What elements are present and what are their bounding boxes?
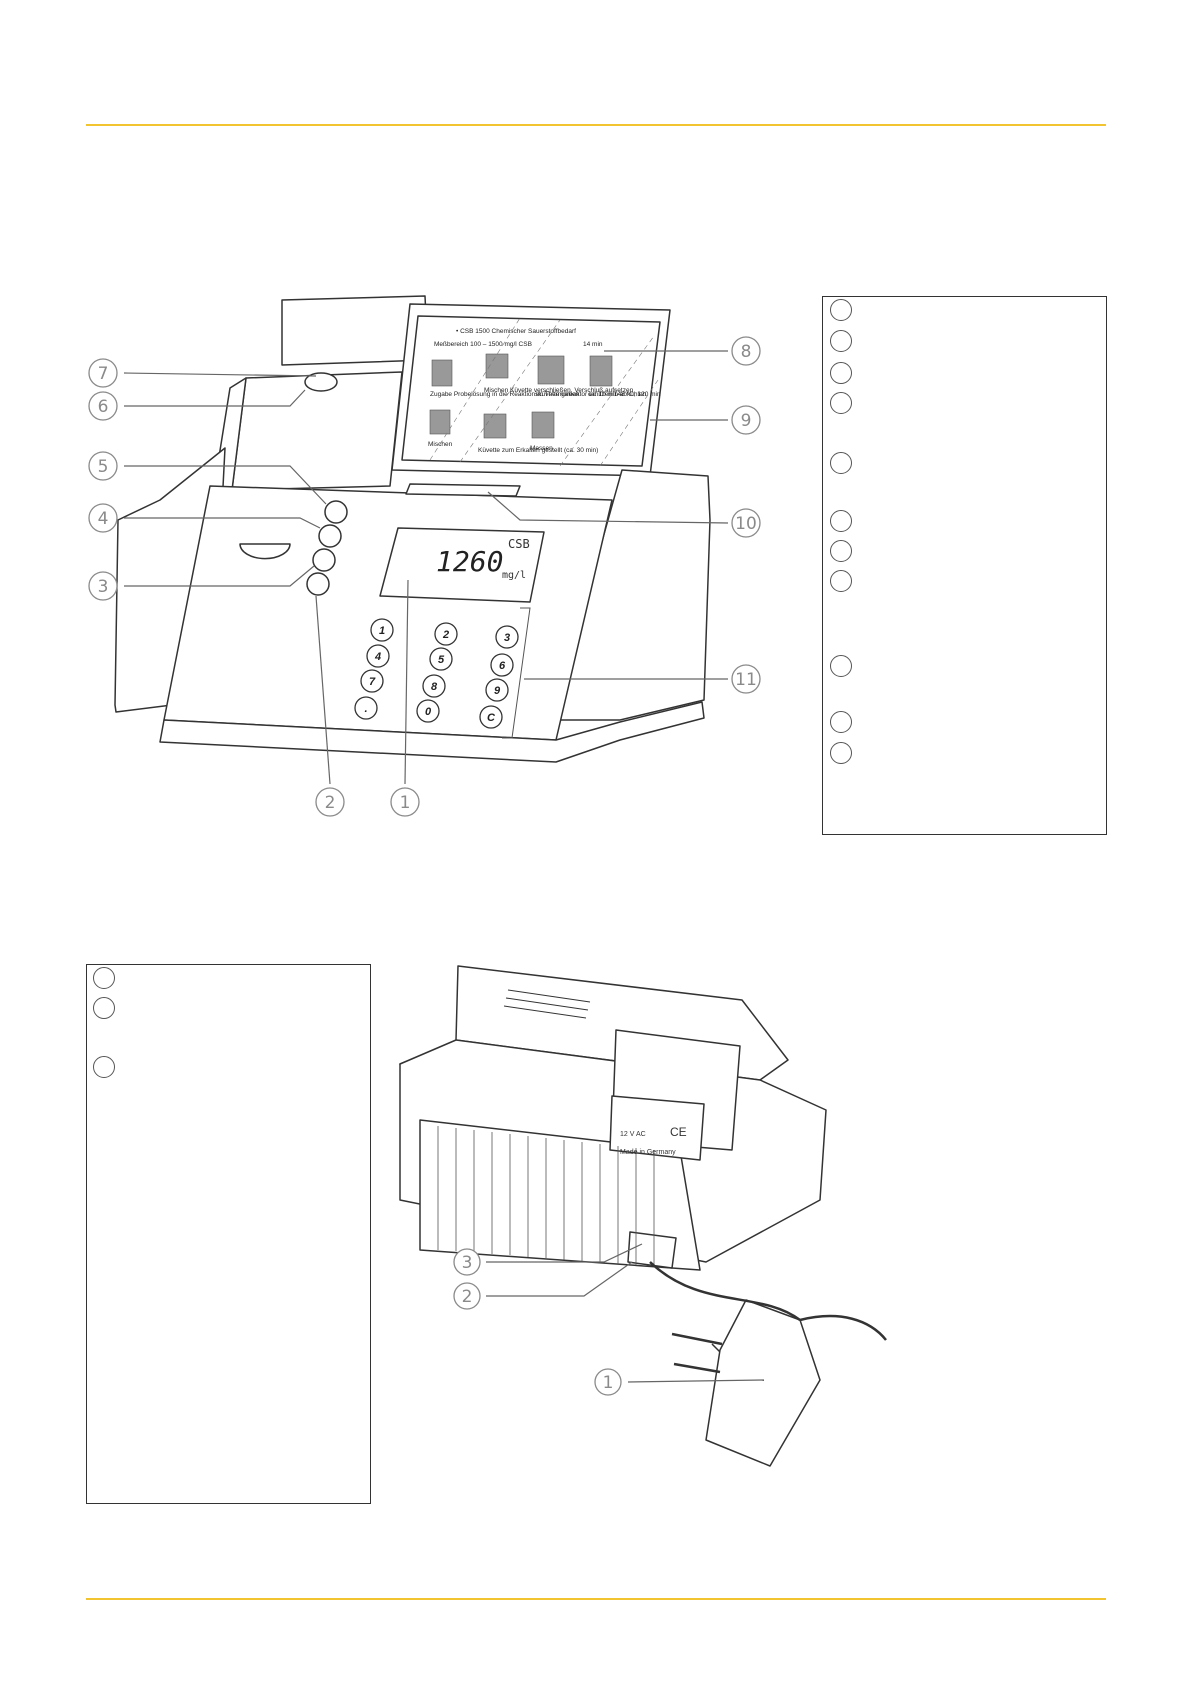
rear-leader-lines xyxy=(486,1243,765,1383)
key-clear[interactable] xyxy=(479,705,503,729)
key-clear-label: C xyxy=(487,712,496,724)
voltage-label: 12 V AC xyxy=(620,1131,646,1138)
legend-marker-10 xyxy=(830,711,852,733)
photometer-rear-figure xyxy=(399,965,827,1467)
power-cable xyxy=(649,1261,801,1322)
key-3-label: 3 xyxy=(504,632,510,644)
legend-marker-5 xyxy=(830,452,852,474)
callout-11: 11 xyxy=(735,670,757,690)
ce-mark: CE xyxy=(670,1125,687,1139)
legend-marker-11 xyxy=(830,742,852,764)
key-0[interactable] xyxy=(416,699,440,723)
callout-1: 1 xyxy=(400,793,411,813)
rear-legend-marker-3 xyxy=(93,1056,115,1078)
rear-legend-marker-1 xyxy=(93,967,115,989)
key-5-label: 5 xyxy=(438,654,445,666)
legend-marker-6 xyxy=(830,510,852,532)
bottom-rule xyxy=(86,1598,1106,1600)
legend-marker-2 xyxy=(830,330,852,352)
sheet-time: 14 min xyxy=(583,341,603,348)
function-button-4[interactable] xyxy=(318,524,342,548)
key-5[interactable] xyxy=(429,647,453,671)
key-4[interactable] xyxy=(366,644,390,668)
callout-9: 9 xyxy=(741,411,752,431)
display-frame xyxy=(379,527,545,603)
key-7-label: 7 xyxy=(369,676,376,688)
rear-legend-marker-2 xyxy=(93,997,115,1019)
sheet-step-4: ca. 10 min abkühlen xyxy=(588,391,647,398)
key-6-label: 6 xyxy=(499,660,506,672)
key-1-label: 1 xyxy=(379,625,385,637)
key-8[interactable] xyxy=(422,674,446,698)
rear-vent-ribs xyxy=(437,1126,655,1266)
legend-marker-4 xyxy=(830,392,852,414)
key-dot[interactable] xyxy=(354,696,378,720)
callout-7: 7 xyxy=(98,364,109,384)
callout-8: 8 xyxy=(741,342,752,362)
key-4-label: 4 xyxy=(374,651,381,663)
callout-6: 6 xyxy=(98,397,109,417)
sheet-step-6: Küvette zum Erkalten gestellt (ca. 30 mi… xyxy=(478,447,598,454)
made-in-label: Made in Germany xyxy=(620,1149,676,1156)
sheet-step-7: Messen xyxy=(530,445,553,452)
legend-marker-1 xyxy=(830,299,852,321)
rear-legend-box xyxy=(86,964,371,1504)
key-8-label: 8 xyxy=(431,681,438,693)
cuvette-lid xyxy=(304,372,338,392)
rear-callout-2: 2 xyxy=(462,1287,473,1307)
key-7[interactable] xyxy=(360,669,384,693)
key-9[interactable] xyxy=(485,678,509,702)
key-2[interactable] xyxy=(434,622,458,646)
instruction-sheet: • CSB 1500 Chemischer Sauerstoffbedarf M… xyxy=(428,317,661,467)
key-0-label: 0 xyxy=(425,706,432,718)
sheet-step-1: Zugabe Probelösung in die Reaktionsküvet… xyxy=(430,391,580,398)
base-strip xyxy=(159,701,705,763)
legend-marker-9 xyxy=(830,655,852,677)
sheet-title: • CSB 1500 Chemischer Sauerstoffbedarf xyxy=(456,328,576,335)
front-panel xyxy=(163,485,613,741)
key-2-label: 2 xyxy=(442,629,449,641)
key-1[interactable] xyxy=(370,618,394,642)
sheet-slot xyxy=(405,483,521,497)
keypad[interactable] xyxy=(354,618,519,729)
display-mode: CSB xyxy=(508,537,530,551)
callout-5: 5 xyxy=(98,457,109,477)
callout-3: 3 xyxy=(98,577,109,597)
key-dot-label: . xyxy=(364,703,367,715)
power-cable-tail xyxy=(799,1314,887,1341)
callout-4: 4 xyxy=(98,509,109,529)
display-unit: mg/l xyxy=(502,570,526,581)
legend-marker-3 xyxy=(830,362,852,384)
sheet-step-5: Mischen xyxy=(428,441,453,448)
callout-2: 2 xyxy=(325,793,336,813)
plug-prongs xyxy=(671,1332,723,1374)
key-9-label: 9 xyxy=(494,685,501,697)
sheet-step-3: im Thermoreaktor erhitzen 148 °C, 120 mi… xyxy=(536,390,661,398)
function-button-2[interactable] xyxy=(306,572,330,596)
callouts-front: 7 6 5 4 3 2 1 8 9 10 11 xyxy=(88,336,761,817)
sheet-range: Meßbereich 100 – 1500 mg/l CSB xyxy=(434,341,532,348)
top-rule xyxy=(86,124,1106,126)
legend-marker-7 xyxy=(830,540,852,562)
legend-marker-8 xyxy=(830,570,852,592)
sheet-window xyxy=(401,315,661,467)
leader-lines xyxy=(123,350,729,785)
front-legend-box xyxy=(822,296,1107,835)
cuvette-slot xyxy=(239,543,291,560)
rear-callout-3: 3 xyxy=(462,1253,473,1273)
keypad-bracket xyxy=(502,607,531,739)
rear-callout-1: 1 xyxy=(603,1373,614,1393)
sheet-step-2: Mischen Küvette verschließen, Verschluß … xyxy=(484,387,634,394)
callout-10: 10 xyxy=(735,514,757,534)
function-button-3[interactable] xyxy=(312,548,336,572)
key-6[interactable] xyxy=(490,653,514,677)
display-value: 1260 xyxy=(436,545,503,578)
key-3[interactable] xyxy=(495,625,519,649)
rear-grille xyxy=(503,989,591,1019)
function-button-5[interactable] xyxy=(324,500,348,524)
